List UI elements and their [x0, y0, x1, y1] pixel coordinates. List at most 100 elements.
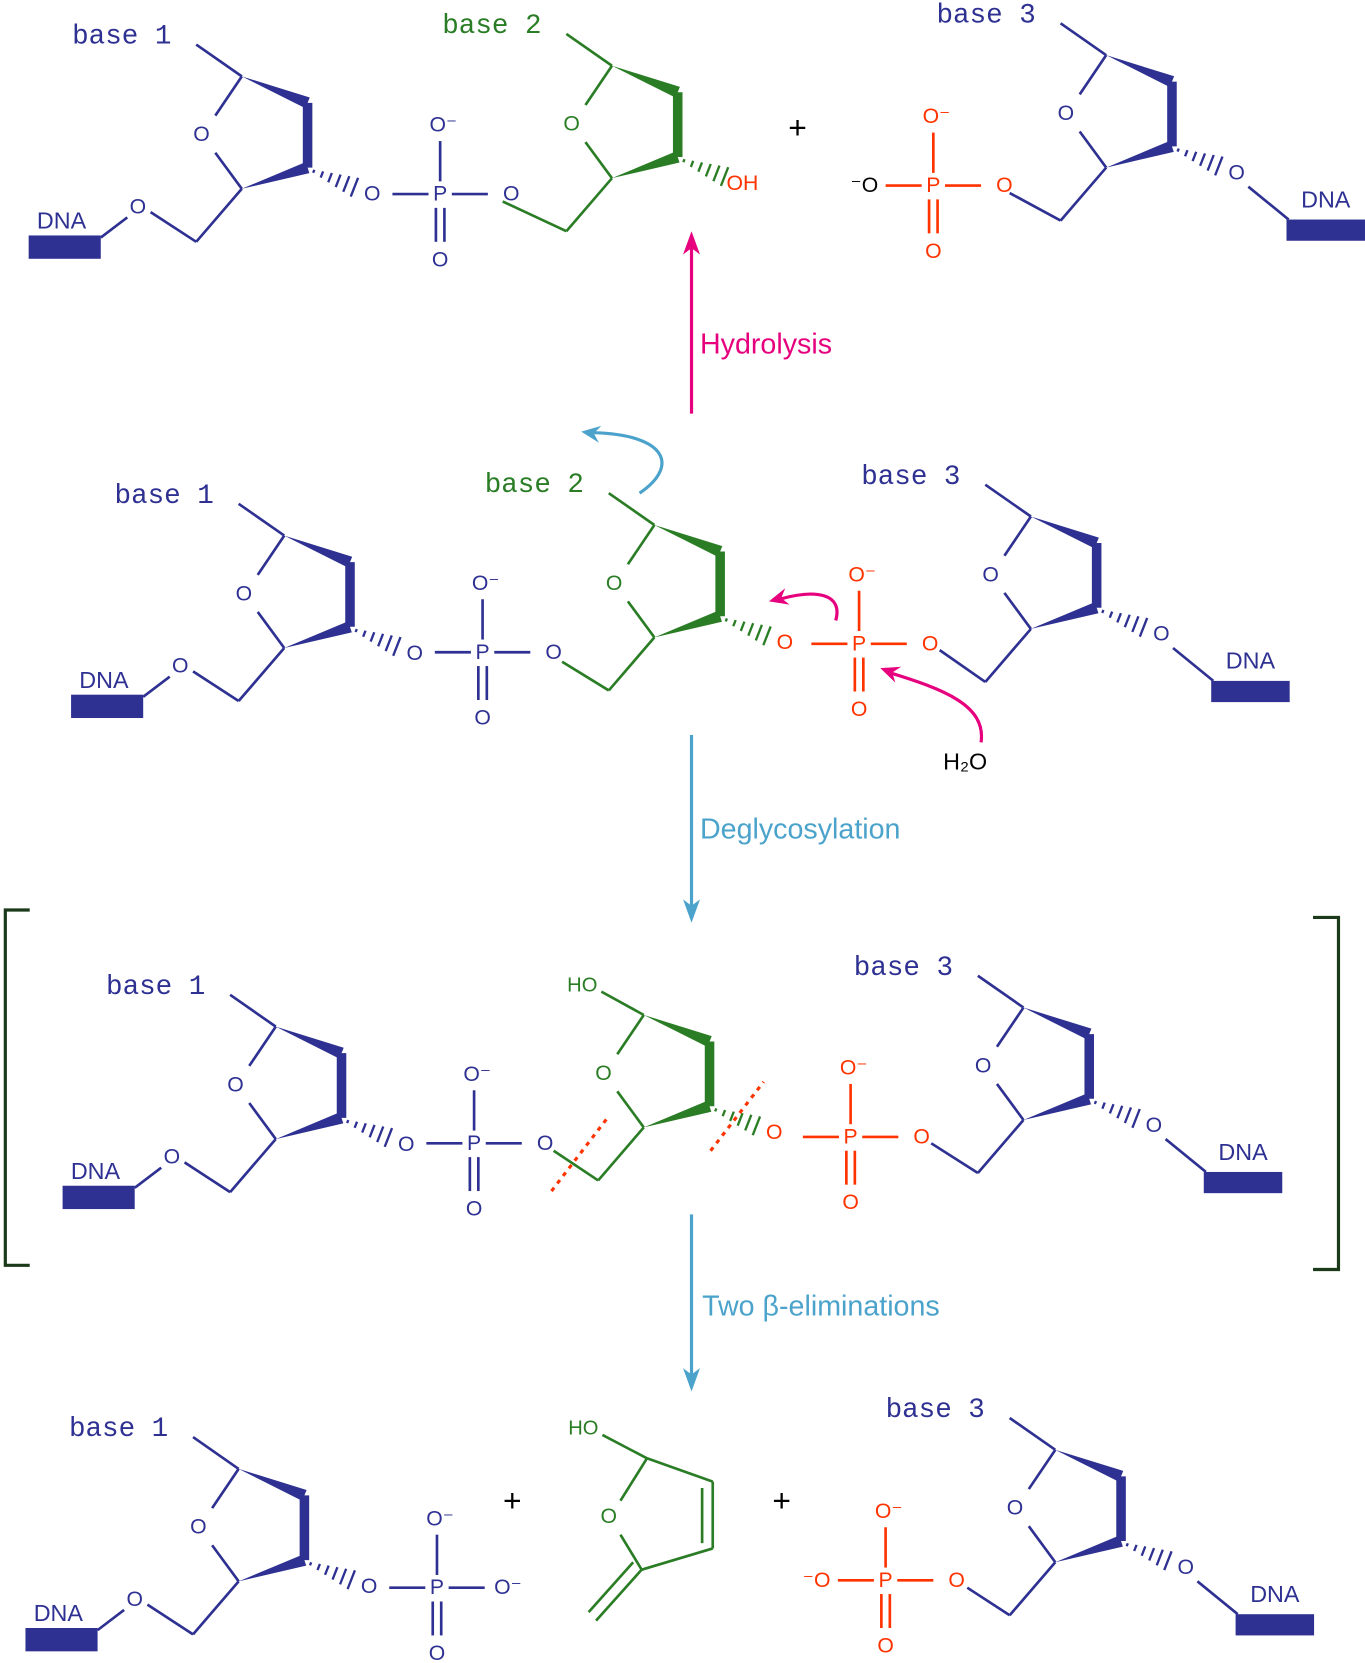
- row4-furanone-product: HOO: [568, 1418, 715, 1622]
- ring-oxygen: O: [1007, 1497, 1024, 1520]
- o3-label: O: [766, 1121, 783, 1144]
- ring-bond: [619, 1457, 649, 1502]
- curved-arrow-path: [779, 592, 839, 621]
- phosphate-right-oxygen: O: [948, 1569, 965, 1592]
- hash: [361, 1122, 367, 1134]
- hash: [1163, 1550, 1173, 1571]
- c4-c5-bond: [237, 647, 286, 702]
- plus-sign: +: [788, 109, 807, 145]
- hash: [747, 622, 755, 637]
- deglycosylation-label: Deglycosylation: [700, 813, 900, 845]
- hashed-bond: [1101, 609, 1149, 638]
- phosphate-left-oxygen: ⁻O: [851, 174, 879, 197]
- hash: [353, 1121, 359, 1129]
- c5-o5-bond: [1009, 191, 1062, 222]
- wedge-bond: [1023, 1093, 1092, 1120]
- exocyclic-double-bond: [595, 1568, 643, 1622]
- phosphorus: P: [430, 1576, 444, 1599]
- c4-c5-bond: [565, 177, 613, 233]
- hash: [362, 630, 367, 638]
- wedge-bond: [643, 1014, 712, 1047]
- hash: [729, 1111, 735, 1122]
- base-label: base 3: [937, 0, 1036, 31]
- hash: [392, 636, 402, 657]
- hash: [327, 172, 333, 183]
- c4-c5-bond: [607, 636, 656, 692]
- hash: [744, 1114, 753, 1131]
- dna-bond: [1164, 1138, 1207, 1173]
- o3-label: O: [777, 631, 794, 654]
- hashed-bond: [312, 169, 360, 198]
- dna-bond: [142, 675, 171, 698]
- hash: [739, 621, 746, 632]
- phosphate-anionic-oxygen: O⁻: [875, 1500, 903, 1523]
- hash: [1116, 1105, 1124, 1119]
- arrowhead: [683, 231, 700, 255]
- phosphate-right-oxygen: O: [922, 632, 939, 655]
- hashed-bond: [1125, 1542, 1173, 1571]
- ring-bond: [1003, 592, 1032, 630]
- c4-c5-bond: [984, 628, 1032, 683]
- arrowhead: [880, 666, 902, 683]
- base-label: base 2: [442, 11, 541, 42]
- c5-o5-bond: [930, 1142, 979, 1175]
- intermediate-brackets: [3, 908, 1341, 1272]
- phosphate-anionic-oxygen: O⁻: [429, 114, 457, 137]
- c4-c5-bond: [597, 1126, 645, 1182]
- ring-oxygen: O: [595, 1062, 612, 1085]
- phosphate-oxo-oxygen: O: [429, 1642, 446, 1663]
- phosphorus: P: [467, 1132, 481, 1155]
- water-attack-arrow: [880, 666, 983, 743]
- hash: [334, 174, 342, 188]
- glycosidic-bond: [608, 492, 656, 527]
- phosphate-anionic-oxygen: O⁻: [840, 1057, 868, 1080]
- curved-arrow-path: [593, 431, 664, 495]
- ring-oxygen: O: [1058, 102, 1075, 125]
- hash: [376, 1126, 385, 1143]
- curved-arrow-path: [888, 670, 983, 743]
- hash: [1093, 1100, 1098, 1105]
- phosphate-anionic-oxygen: O⁻: [463, 1063, 491, 1086]
- phosphate-oxo-oxygen: O: [474, 707, 491, 730]
- dna-bond: [1196, 1580, 1239, 1616]
- wedge-bond: [1023, 1007, 1092, 1040]
- bond: [641, 1547, 714, 1571]
- hash: [1101, 1102, 1106, 1110]
- dna-label: DNA: [79, 667, 129, 693]
- phosphate-right-oxygen: O: [503, 183, 520, 206]
- ring-bond: [584, 141, 614, 179]
- phosphorus: P: [433, 183, 447, 206]
- left-bracket: [3, 908, 30, 1267]
- wedge-bond: [241, 162, 310, 189]
- ring-oxygen: O: [982, 563, 999, 586]
- phosphorus: P: [879, 1569, 893, 1592]
- glycosidic-bond: [1059, 22, 1107, 57]
- hashed-bond: [1093, 1100, 1141, 1129]
- hash: [1108, 611, 1114, 619]
- hash: [754, 624, 764, 641]
- hydroxyl-label: HO: [568, 1418, 598, 1440]
- hashed-bond: [682, 158, 730, 187]
- dna-bond: [1172, 646, 1215, 682]
- dna-strand-bar: [71, 694, 144, 719]
- base-label: base 1: [115, 481, 214, 512]
- wedge-bond: [611, 65, 680, 98]
- hashed-bond: [724, 618, 772, 646]
- c5-o5-bond: [552, 1149, 599, 1182]
- phosphate-left-oxygen: ⁻O: [803, 1569, 831, 1592]
- hydrolysis-arrow: [683, 231, 700, 414]
- ring-oxygen: O: [190, 1516, 207, 1539]
- wedge-bond: [284, 535, 353, 568]
- phosphorus: P: [476, 641, 490, 664]
- o3-label: O: [1177, 1556, 1194, 1579]
- hash: [369, 631, 376, 642]
- arrowhead: [683, 899, 700, 923]
- hash: [354, 628, 358, 633]
- hashed-bond: [308, 1561, 357, 1590]
- dna-strand-bar: [28, 235, 101, 259]
- hash: [751, 1116, 762, 1136]
